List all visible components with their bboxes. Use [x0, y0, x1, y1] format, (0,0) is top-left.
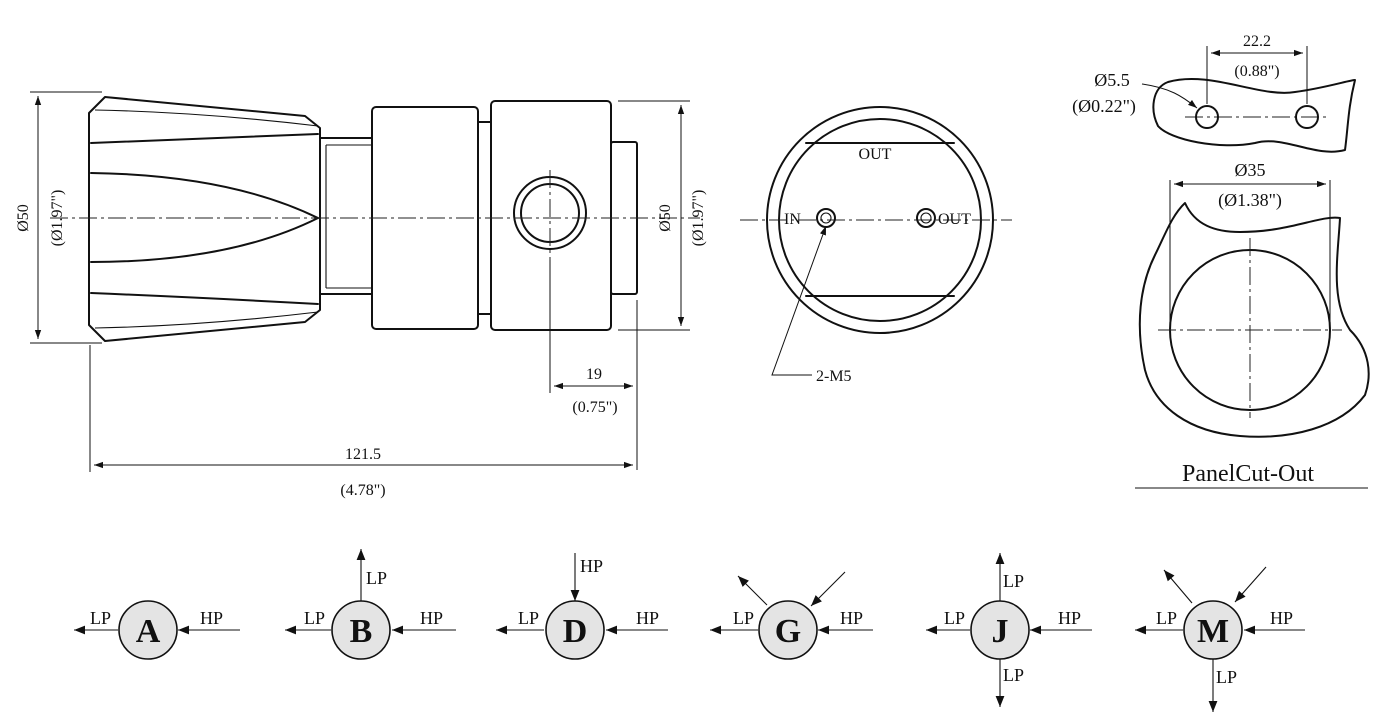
port-config-right-label: HP: [200, 608, 223, 628]
cutout-diameter-inch-label: (Ø1.38"): [1218, 190, 1282, 211]
port-config-right-label: HP: [1270, 608, 1293, 628]
port-config-code: D: [563, 613, 588, 650]
mount-hole-left: [1195, 105, 1219, 129]
hole-diameter-label: Ø5.5: [1094, 70, 1130, 90]
port-diameter-inch-label: (Ø1.97"): [690, 190, 707, 247]
port-offset-label: 19: [586, 366, 602, 383]
out-top-label: OUT: [859, 146, 892, 163]
port-config-circle: [970, 600, 1030, 660]
panel-cutout-caption: PanelCut-Out: [1182, 461, 1314, 487]
port-config-code: M: [1197, 613, 1229, 650]
port-config-g: G LP HP: [710, 571, 873, 660]
port-config-code: B: [350, 613, 373, 650]
overall-length-inch-label: (4.78"): [340, 482, 385, 499]
port-config-left-label: LP: [518, 608, 539, 628]
port-config-circle: [1183, 600, 1243, 660]
body-diameter-label: Ø50: [15, 204, 32, 232]
port-config-top-label: LP: [1003, 571, 1024, 591]
port-config-bottom-label: LP: [1003, 665, 1024, 685]
port-configurations: A LP HP B LP HP LP D LP HP HP: [74, 549, 1305, 712]
in-port-hole: [816, 208, 836, 228]
hole-spacing-inch-label: (0.88"): [1234, 63, 1279, 80]
port-config-code: A: [136, 613, 161, 650]
regulator-body: [490, 100, 612, 331]
port-config-code: J: [992, 613, 1009, 650]
port-offset-inch-label: (0.75"): [572, 399, 617, 416]
end-view: OUT IN OUT 2-M5: [740, 106, 1012, 385]
port-config-top-label: HP: [580, 556, 603, 576]
port-config-circle: [758, 600, 818, 660]
side-view: Ø50 (Ø1.97") Ø50 (Ø1.97") 19 (0.75") 121…: [15, 91, 707, 499]
port-config-a: A LP HP: [74, 600, 240, 660]
overall-length-label: 121.5: [345, 446, 381, 463]
mount-hole-right: [1295, 105, 1319, 129]
out-right-label: OUT: [938, 211, 971, 228]
port-config-left-label: LP: [304, 608, 325, 628]
knob: [88, 96, 321, 342]
port-config-circle: [545, 600, 605, 660]
port-config-code: G: [775, 613, 801, 650]
port-config-right-label: HP: [840, 608, 863, 628]
body-diameter-inch-label: (Ø1.97"): [49, 190, 66, 247]
port-config-left-label: LP: [90, 608, 111, 628]
port-config-left-label: LP: [944, 608, 965, 628]
cutout-diameter-label: Ø35: [1235, 160, 1266, 180]
port-config-j: J LP HP LP LP: [926, 553, 1092, 707]
port-config-right-label: HP: [1058, 608, 1081, 628]
port-config-right-label: HP: [636, 608, 659, 628]
neck: [319, 137, 373, 295]
in-label: IN: [784, 211, 801, 228]
port-config-b: B LP HP LP: [285, 549, 456, 660]
hole-spacing-label: 22.2: [1243, 33, 1271, 50]
port-config-bottom-label: LP: [1216, 667, 1237, 687]
port-config-left-label: LP: [1156, 608, 1177, 628]
port-config-circle: [118, 600, 178, 660]
out-port-hole: [916, 208, 936, 228]
hole-diameter-inch-label: (Ø0.22"): [1072, 96, 1136, 117]
port-config-left-label: LP: [733, 608, 754, 628]
port-config-right-label: HP: [420, 608, 443, 628]
port-diameter-label: Ø50: [657, 204, 674, 232]
panel-cutout: 22.2 (0.88") Ø5.5 (Ø0.22") Ø35 (Ø1.38") …: [1072, 33, 1370, 489]
port-config-top-label: LP: [366, 568, 387, 588]
thread-label: 2-M5: [816, 368, 852, 385]
port-config-m: M LP HP LP: [1135, 566, 1305, 712]
port-config-circle: [331, 600, 391, 660]
port-config-d: D LP HP HP: [496, 553, 668, 660]
